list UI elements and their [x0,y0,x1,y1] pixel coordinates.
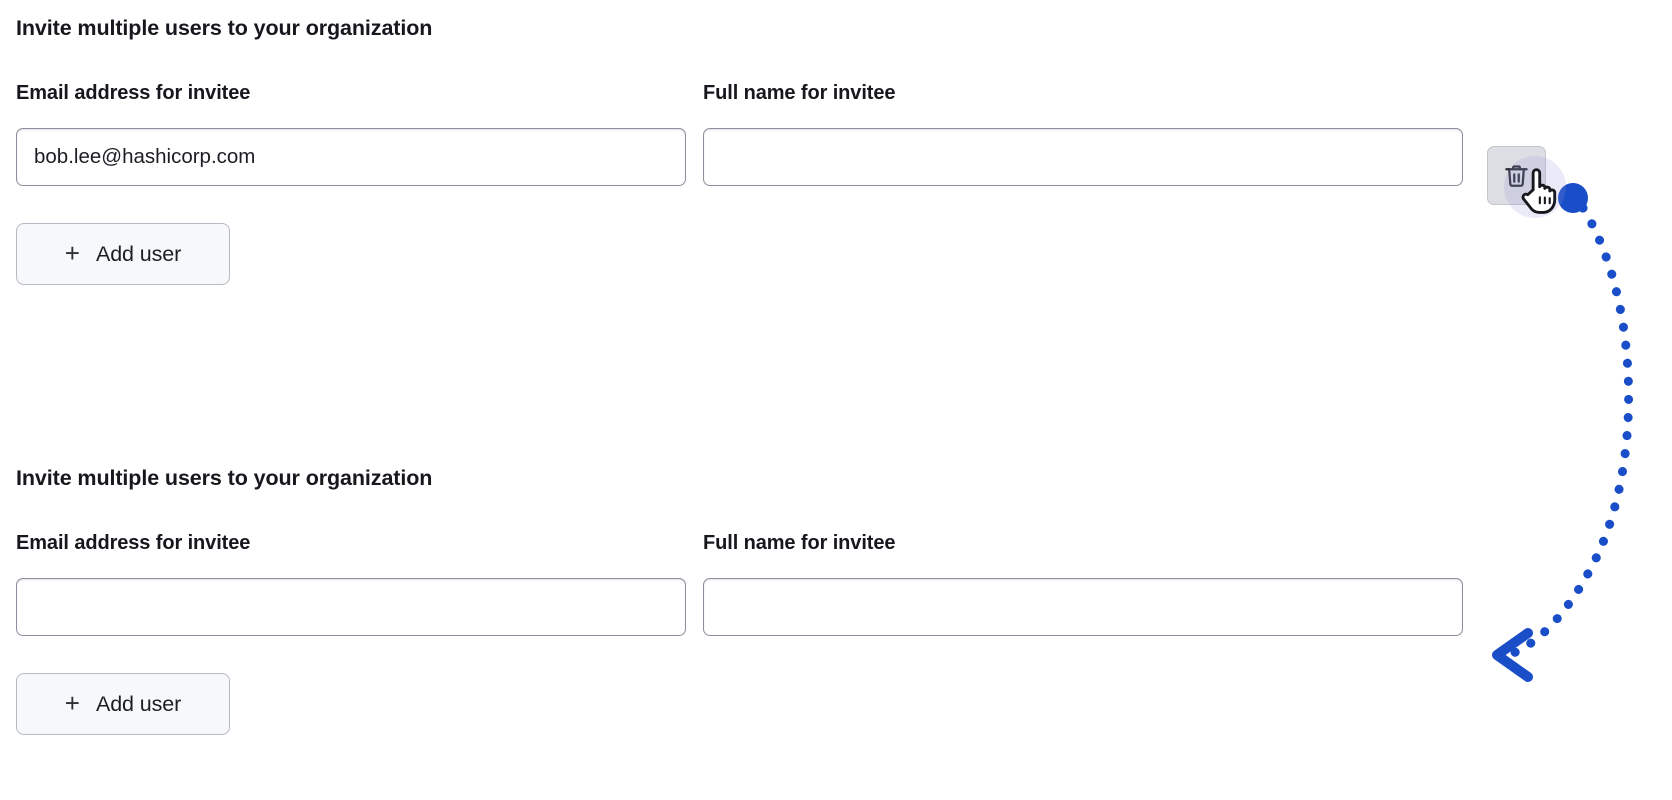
email-field-label: Email address for invitee [16,82,251,104]
add-user-button[interactable]: + Add user [16,673,230,735]
plus-icon: + [64,238,80,268]
email-field-label: Email address for invitee [16,532,251,554]
section-title: Invite multiple users to your organizati… [16,16,433,40]
trash-icon [1503,162,1530,190]
plus-icon: + [64,688,80,718]
fullname-field-label: Full name for invitee [703,82,896,104]
email-input[interactable] [16,128,686,186]
flow-arrow-path [1503,203,1634,660]
add-user-button[interactable]: + Add user [16,223,230,285]
email-input[interactable] [16,578,686,636]
fullname-input[interactable] [703,578,1463,636]
add-user-button-label: Add user [95,691,182,716]
fullname-field-label: Full name for invitee [703,532,896,554]
add-user-button-label: Add user [95,241,182,266]
section-title: Invite multiple users to your organizati… [16,466,433,490]
flow-arrow-head [1492,628,1533,682]
fullname-input[interactable] [703,128,1463,186]
pointer-hand-cursor [1521,168,1557,214]
